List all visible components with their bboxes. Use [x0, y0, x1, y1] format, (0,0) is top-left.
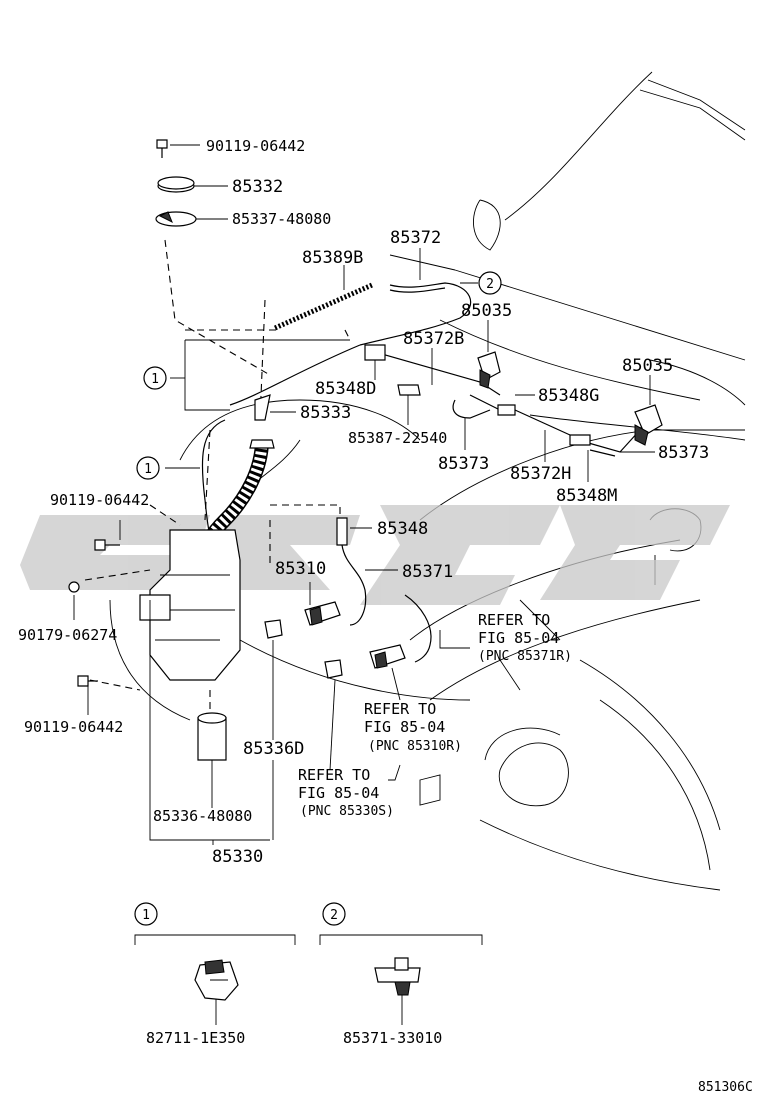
watermark [20, 505, 730, 605]
callout-2-text: 2 [486, 277, 494, 292]
label-85371-33010: 85371-33010 [343, 1029, 442, 1047]
label-85336d: 85336D [243, 739, 304, 759]
reference-note-85371r: REFER TO FIG 85-04 (PNC 85371R) [478, 611, 572, 664]
ref-85330s-line3: (PNC 85330S) [300, 804, 394, 819]
figure-code: 851306C [698, 1080, 753, 1095]
label-85336: 85336-48080 [153, 807, 252, 825]
part-85035-nozzle-right [634, 404, 663, 446]
ref-85371r-line1: REFER TO [478, 611, 550, 629]
label-85348m: 85348M [556, 486, 617, 506]
callout-1-text: 1 [151, 372, 159, 387]
label-85330: 85330 [212, 847, 263, 867]
part-85387-clamp [397, 384, 421, 396]
label-85371: 85371 [402, 562, 453, 582]
ref-85330s-line2: FIG 85-04 [298, 784, 379, 802]
part-85337-cap [155, 211, 197, 227]
label-85333: 85333 [300, 403, 351, 423]
part-85035-nozzle-left [477, 351, 501, 389]
label-85332: 85332 [232, 177, 283, 197]
part-85332-grommet [157, 176, 195, 193]
label-90119-top: 90119-06442 [206, 137, 305, 155]
part-82711-clamp [194, 959, 239, 1001]
part-85348m-joint [569, 434, 591, 446]
reference-note-85310r: REFER TO FIG 85-04 (PNC 85310R) [364, 700, 462, 754]
part-labels: 90119-06442 85332 85337-48080 85372 8538… [18, 137, 753, 1095]
watermark-shape-4 [540, 505, 730, 600]
ref-85310r-line1: REFER TO [364, 700, 436, 718]
label-85310: 85310 [275, 559, 326, 579]
part-85336-filter [197, 712, 227, 761]
callout-circle-1-upper: 1 [143, 366, 167, 390]
label-85348d: 85348D [315, 379, 376, 399]
callout-1-text: 1 [142, 908, 150, 923]
part-85348-joint [336, 517, 348, 546]
part-85336d-grommet [264, 619, 283, 639]
label-85387: 85387-22540 [348, 429, 447, 447]
callout-circle-2-top: 2 [478, 271, 502, 295]
callout-circle-1-lower: 1 [136, 456, 160, 480]
part-bolt-low [77, 675, 98, 687]
part-85348d-clip [364, 344, 386, 361]
label-90119-mid: 90119-06442 [50, 491, 149, 509]
ref-85310r-line3: (PNC 85310R) [368, 739, 462, 754]
part-85310r-motor [369, 644, 406, 669]
ref-85330s-line1: REFER TO [298, 766, 370, 784]
ref-85310r-line2: FIG 85-04 [364, 718, 445, 736]
label-85035-left: 85035 [461, 301, 512, 321]
callout-2-text: 2 [330, 908, 338, 923]
label-85373-right: 85373 [658, 443, 709, 463]
watermark-shape-1 [20, 515, 210, 590]
label-85372h: 85372H [510, 464, 571, 484]
label-85389b: 85389B [302, 248, 363, 268]
label-85373-left: 85373 [438, 454, 489, 474]
leader-lines [73, 144, 655, 1025]
part-90179-nut [68, 581, 80, 593]
part-85371-33010-clip [374, 957, 421, 996]
ref-85371r-line3: (PNC 85371R) [478, 649, 572, 664]
label-85348g: 85348G [538, 386, 599, 406]
callout-1-text: 1 [144, 462, 152, 477]
label-85372: 85372 [390, 228, 441, 248]
label-90119-low: 90119-06442 [24, 718, 123, 736]
part-bolt-mid [94, 539, 120, 551]
label-85372b: 85372B [403, 329, 464, 349]
label-85337: 85337-48080 [232, 210, 331, 228]
label-85348: 85348 [377, 519, 428, 539]
car-body-outline [109, 71, 746, 891]
part-85310-motor [304, 601, 341, 626]
part-bolt-top [156, 139, 168, 158]
label-90179: 90179-06274 [18, 626, 117, 644]
part-85348g-joint [497, 404, 516, 416]
part-85389b-spring [273, 282, 374, 331]
ref-85371r-line2: FIG 85-04 [478, 629, 559, 647]
watermark-shape-3 [360, 505, 560, 605]
callout-circle-1-bottom: 1 [134, 902, 158, 926]
label-85035-right: 85035 [622, 356, 673, 376]
callout-circle-2-bottom: 2 [322, 902, 346, 926]
label-82711: 82711-1E350 [146, 1029, 245, 1047]
part-85330s-grommet [324, 659, 343, 679]
part-85330-tank [139, 529, 241, 681]
reference-note-85330s: REFER TO FIG 85-04 (PNC 85330S) [298, 766, 394, 819]
